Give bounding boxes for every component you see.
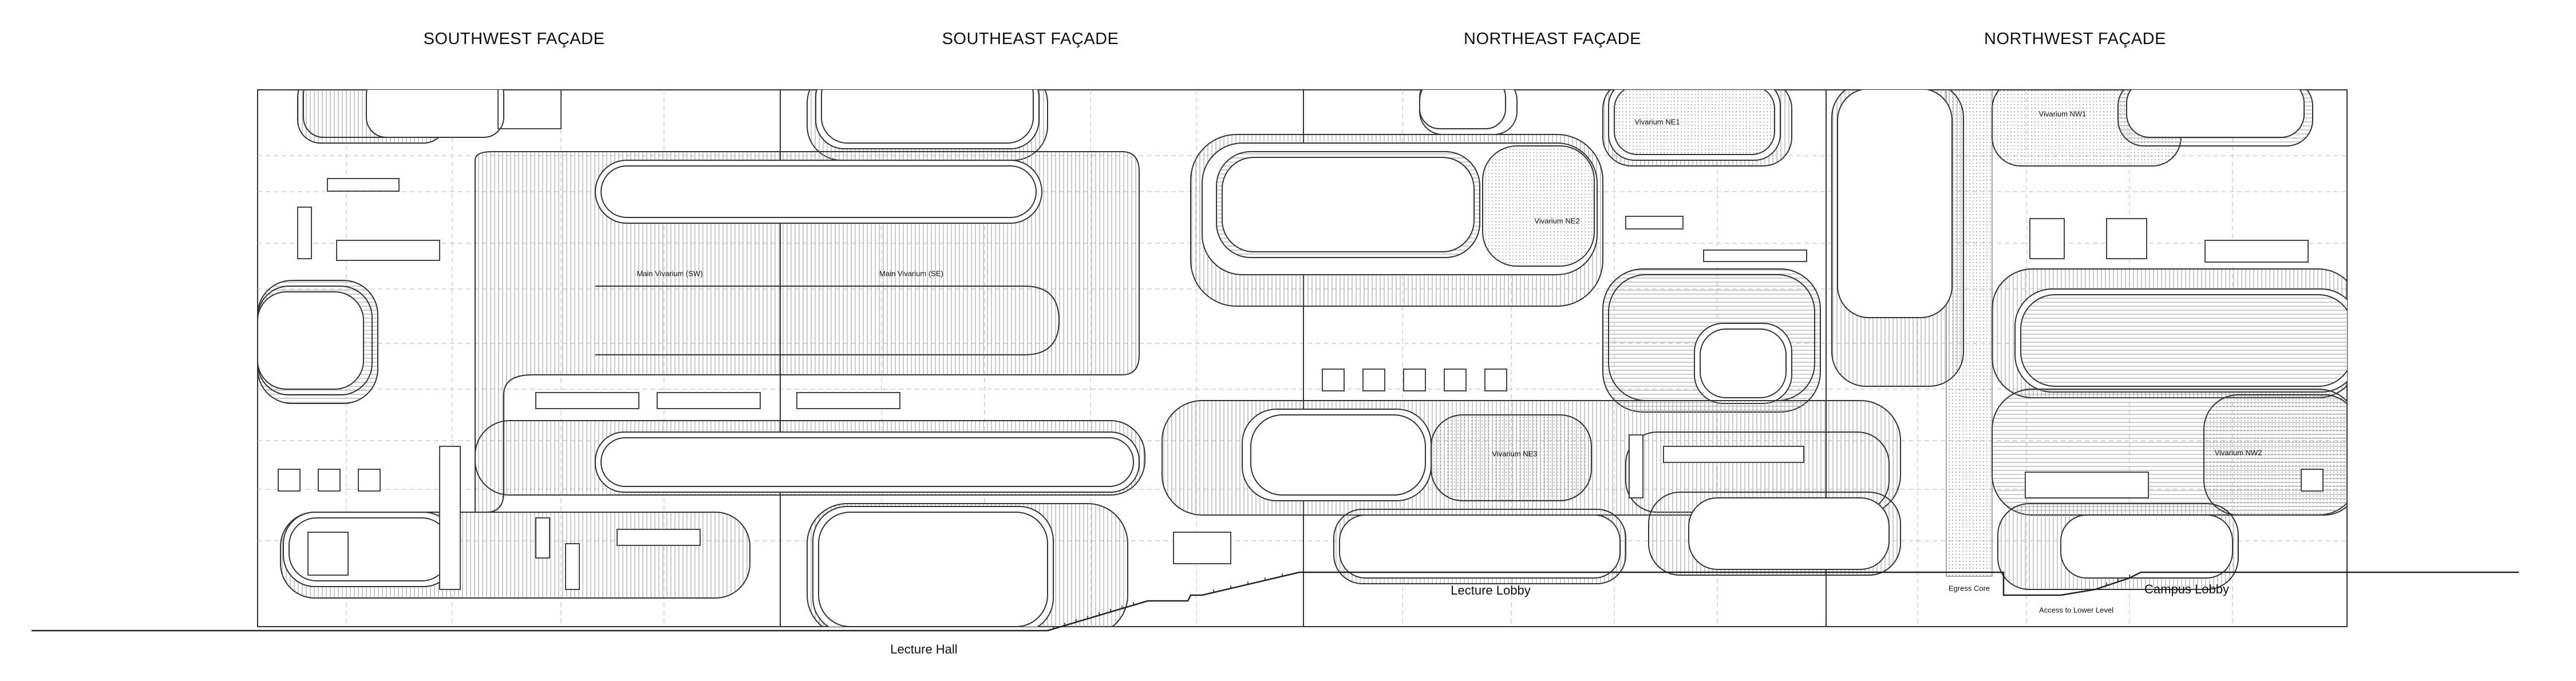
panel-sw-top-window <box>497 90 562 129</box>
label-main-vivarium-se: Main Vivarium (SE) <box>879 269 943 278</box>
windows <box>278 178 2324 590</box>
ground-line <box>31 571 2519 632</box>
stair-steps <box>1053 573 2130 629</box>
label-egress-core: Egress Core <box>1948 584 1990 593</box>
vivarium-nw2-shape <box>1992 389 2347 590</box>
label-vivarium-nw2: Vivarium NW2 <box>2214 448 2262 457</box>
vivarium-ne3-shape <box>1161 400 1901 584</box>
label-access-lower-level: Access to Lower Level <box>2038 605 2114 615</box>
label-lecture-lobby: Lecture Lobby <box>1451 583 1531 597</box>
main-vivarium-shape <box>258 151 1140 513</box>
facade-title-southwest: SOUTHWEST FAÇADE <box>423 30 605 48</box>
lower-serpentine-band <box>280 420 1145 627</box>
facade-title-southeast: SOUTHEAST FAÇADE <box>942 30 1119 48</box>
band-top-center <box>807 90 1048 161</box>
ne-mid-serpentine <box>1602 90 1964 413</box>
vivarium-ne2-shape <box>1190 90 1603 307</box>
label-campus-lobby: Campus Lobby <box>2144 582 2229 596</box>
label-vivarium-ne3: Vivarium NE3 <box>1492 449 1538 458</box>
vivarium-nw1-shape <box>1992 90 2313 167</box>
label-vivarium-nw1: Vivarium NW1 <box>2038 109 2087 118</box>
facade-title-northwest: NORTHWEST FAÇADE <box>1984 30 2166 48</box>
vivarium-ne1-shape <box>1602 90 1792 167</box>
label-vivarium-ne2: Vivarium NE2 <box>1534 216 1580 225</box>
facade-title-northeast: NORTHEAST FAÇADE <box>1464 30 1641 48</box>
band-top-left <box>297 90 504 144</box>
label-vivarium-ne1: Vivarium NE1 <box>1634 117 1680 126</box>
label-lecture-hall: Lecture Hall <box>890 642 958 656</box>
label-main-vivarium-sw: Main Vivarium (SW) <box>637 269 703 278</box>
nw-mid-capsule <box>1992 268 2347 398</box>
